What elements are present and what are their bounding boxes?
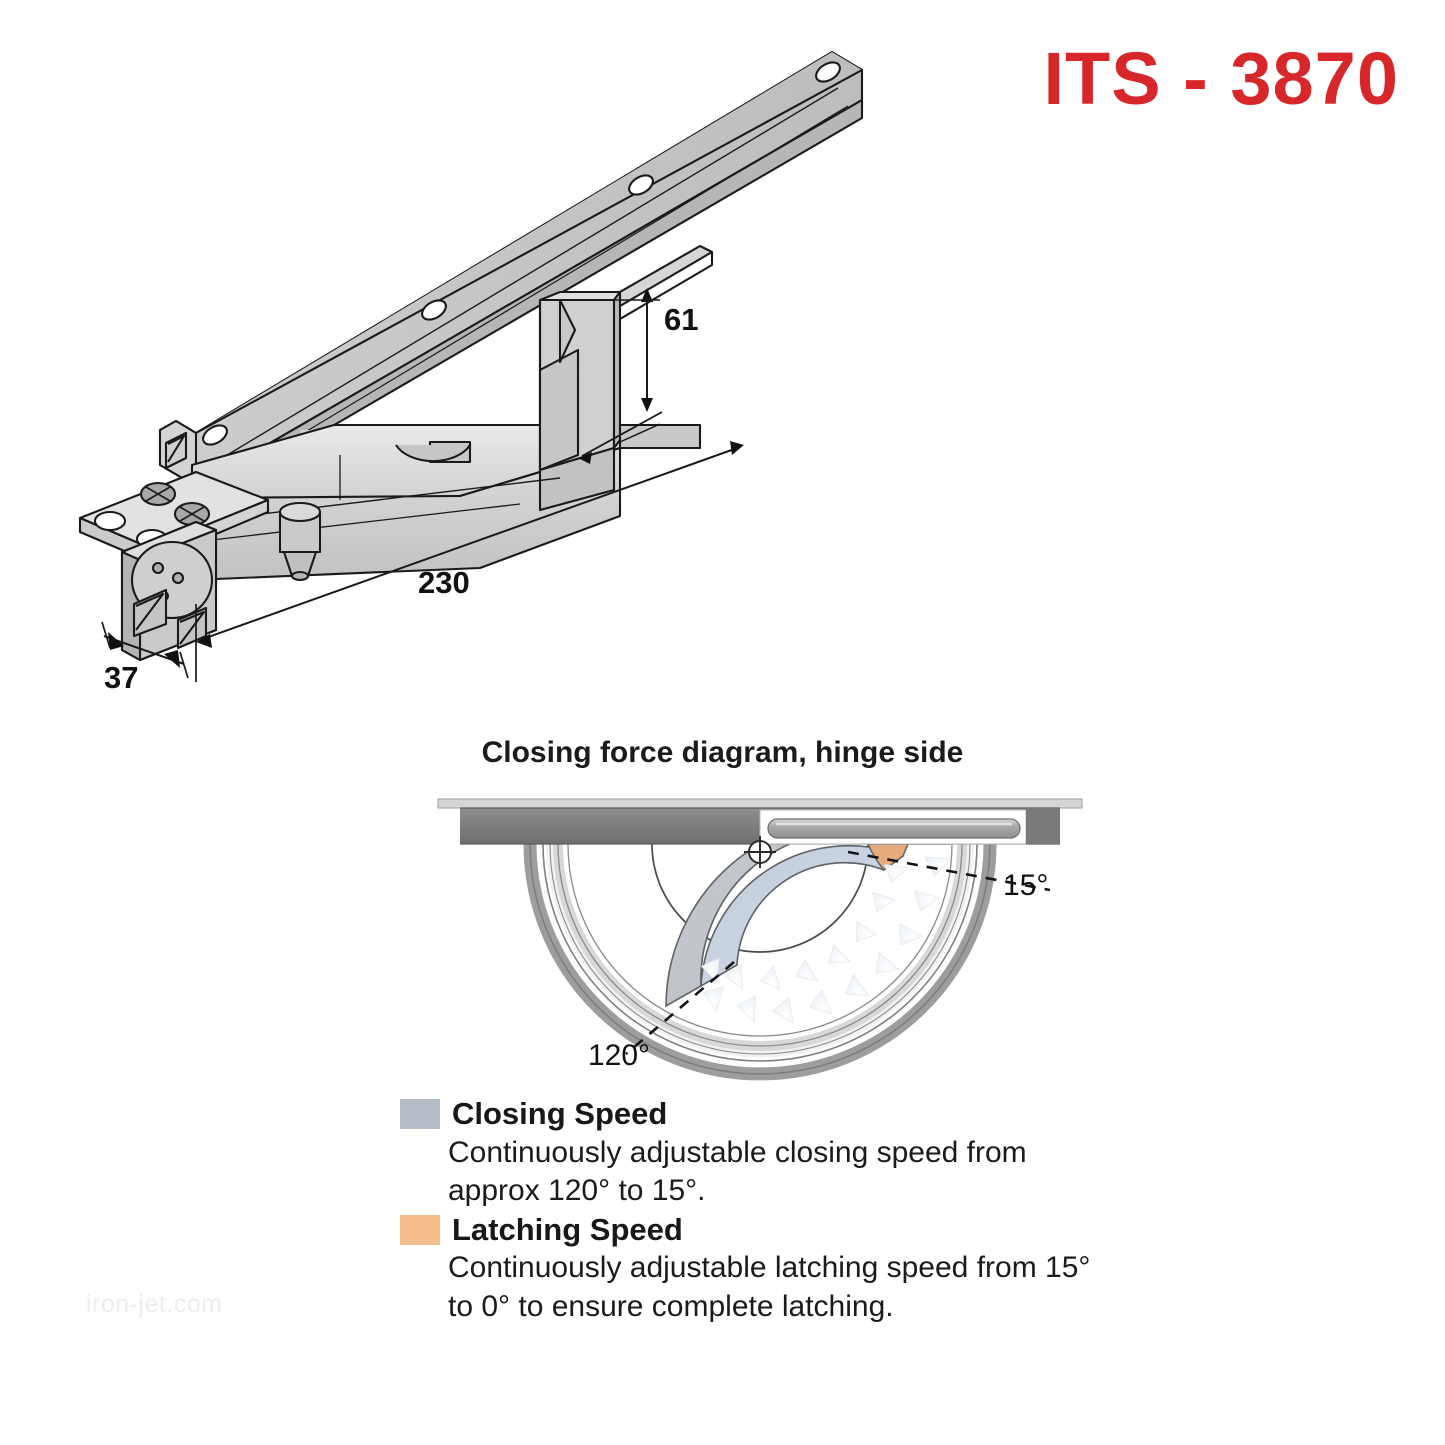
legend-item-latching-speed: Latching Speed Continuously adjustable l… bbox=[400, 1211, 1120, 1327]
angle-label-120: 120° bbox=[588, 1039, 651, 1072]
flow-arrow-markers bbox=[700, 856, 952, 1024]
door-header-assembly bbox=[437, 798, 1083, 845]
product-title: ITS - 3870 bbox=[1043, 37, 1399, 120]
site-watermark: iron-jet.com bbox=[86, 1290, 223, 1318]
iso-drawing-svg bbox=[78, 50, 864, 682]
pivot-center-icon bbox=[744, 836, 776, 868]
legend-description-latching-speed: Continuously adjustable latching speed f… bbox=[448, 1251, 1091, 1323]
legend-title-closing-speed: Closing Speed bbox=[452, 1096, 668, 1131]
legend-swatch-closing-speed bbox=[400, 1099, 440, 1130]
legend-description-closing-speed: Continuously adjustable closing speed fr… bbox=[448, 1135, 1027, 1208]
legend-title-latching-speed: Latching Speed bbox=[452, 1211, 683, 1247]
closing-force-diagram bbox=[430, 786, 1090, 1106]
legend-item-closing-speed: Closing Speed Continuously adjustable cl… bbox=[400, 1096, 1120, 1211]
speed-legend: Closing Speed Continuously adjustable cl… bbox=[400, 1096, 1120, 1328]
force-diagram-title: Closing force diagram, hinge side bbox=[481, 736, 964, 769]
legend-swatch-latching-speed bbox=[400, 1214, 440, 1245]
door-closer-isometric-drawing: 61 230 37 bbox=[0, 0, 900, 720]
angle-boundary-lines bbox=[625, 850, 1051, 1055]
angle-label-15: 15° bbox=[1003, 869, 1049, 902]
dimension-label-height: 61 bbox=[664, 302, 699, 337]
inner-reference-arc bbox=[651, 843, 869, 953]
force-diagram-svg bbox=[437, 798, 1083, 1081]
dimension-label-depth: 37 bbox=[104, 660, 139, 695]
door-swing-rim bbox=[523, 843, 997, 1081]
dimension-label-length: 230 bbox=[418, 565, 470, 600]
